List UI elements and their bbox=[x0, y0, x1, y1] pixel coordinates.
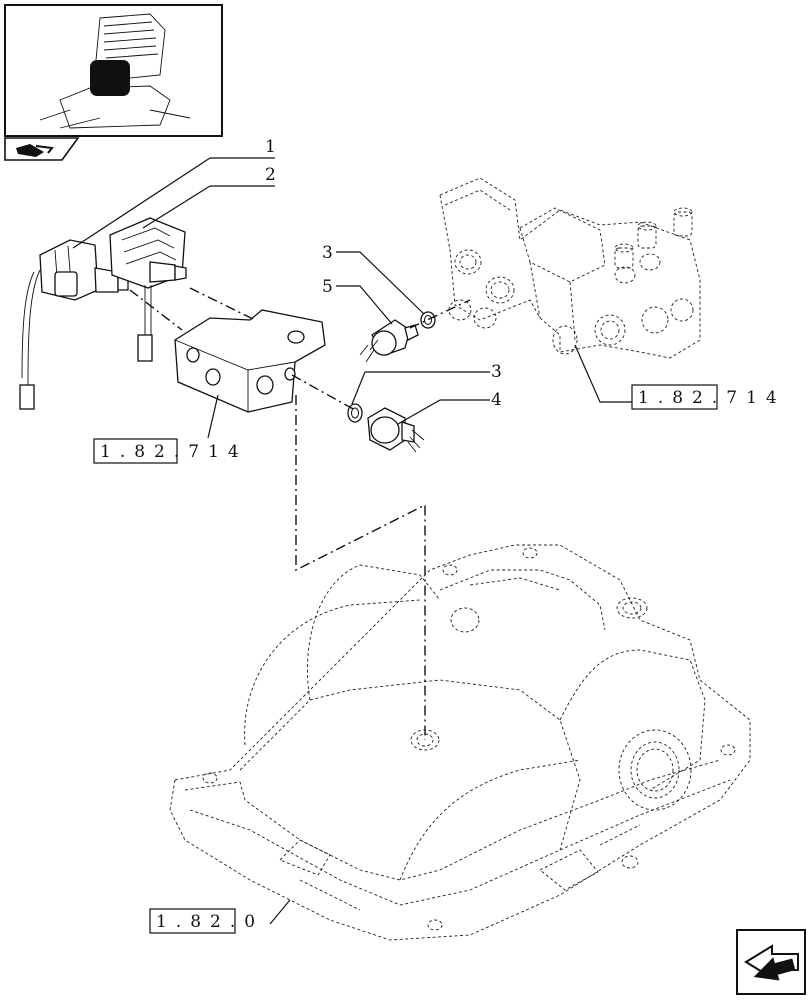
callout-2: 2 bbox=[265, 165, 276, 185]
callout-3-upper: 3 bbox=[322, 243, 333, 263]
pressure-switch-4 bbox=[367, 407, 425, 453]
reference-block[interactable]: 1.82.714 bbox=[93, 438, 248, 464]
reference-valve-text: 1.82.714 bbox=[638, 388, 786, 408]
reference-housing[interactable]: 1.82.0 bbox=[149, 908, 264, 934]
callout-1: 1 bbox=[265, 137, 276, 157]
assembly-lines bbox=[129, 287, 471, 740]
reference-housing-text: 1.82.0 bbox=[156, 912, 264, 932]
locator-thumbnail-icon bbox=[4, 4, 223, 137]
rear-housing bbox=[169, 544, 751, 941]
solenoid-connector-2 bbox=[109, 217, 187, 362]
seal-ring-3-upper bbox=[420, 311, 436, 329]
next-page-arrow-icon[interactable] bbox=[736, 929, 806, 995]
callout-5: 5 bbox=[322, 277, 333, 297]
reference-block-text: 1.82.714 bbox=[100, 442, 248, 462]
callout-3-lower: 3 bbox=[491, 362, 502, 382]
leader-lines bbox=[72, 157, 632, 925]
control-valve-assembly bbox=[439, 177, 701, 359]
callout-4: 4 bbox=[491, 390, 502, 410]
reference-valve[interactable]: 1.82.714 bbox=[631, 384, 786, 410]
page-tab-icon[interactable] bbox=[4, 137, 80, 161]
valve-block bbox=[174, 309, 326, 413]
pressure-switch-5 bbox=[359, 319, 419, 363]
